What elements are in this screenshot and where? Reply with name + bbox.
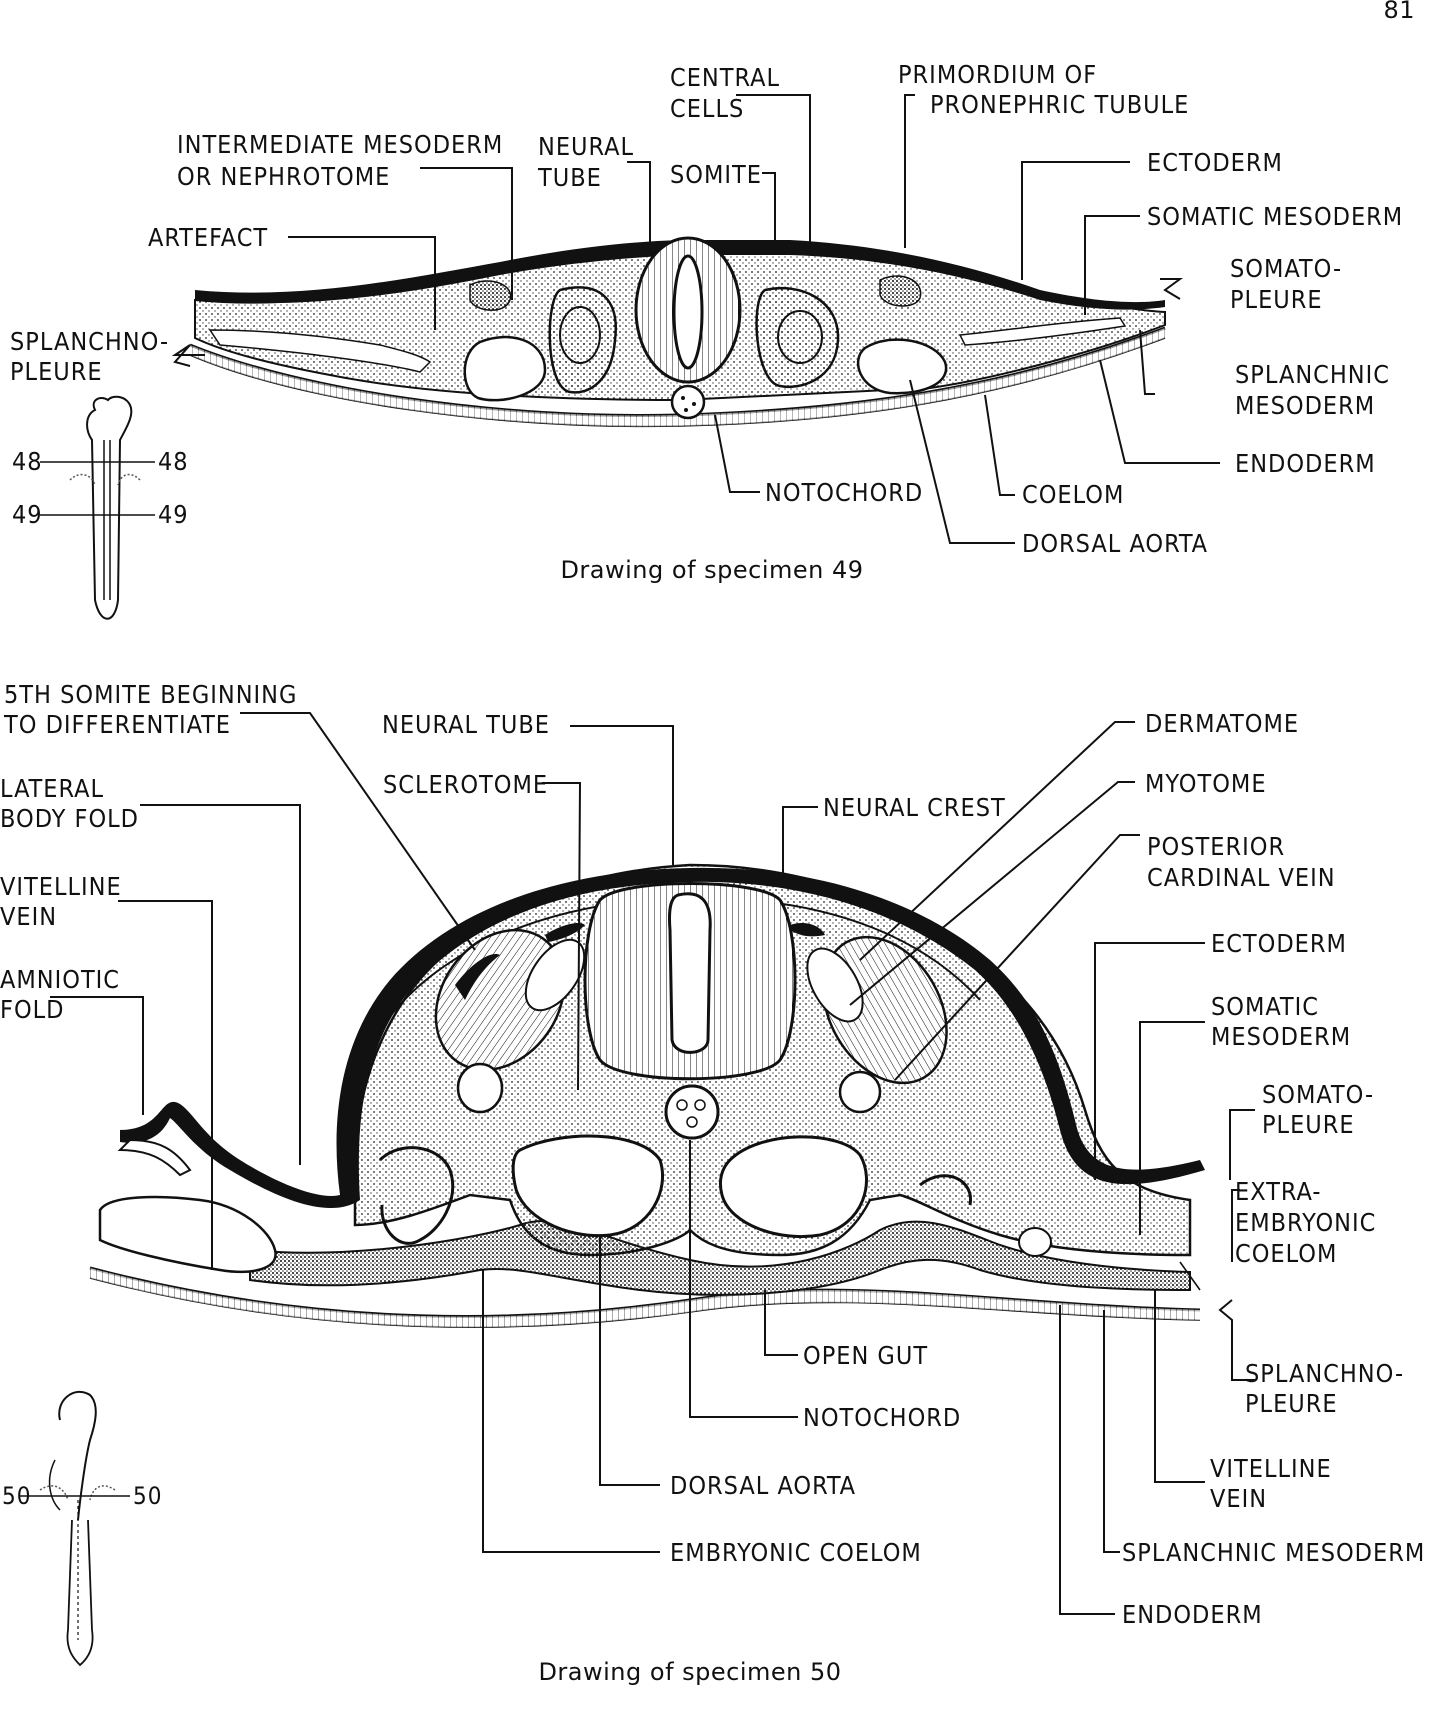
label-somatic-mesoderm-top: SOMATIC MESODERM (1147, 202, 1403, 231)
label-sclerotome: SCLEROTOME (383, 770, 548, 799)
coelom-right (958, 317, 1127, 346)
marker-50-right: 50 (133, 1482, 162, 1510)
label-central-cells-1: CENTRAL (670, 63, 780, 92)
label-neural-tube-bottom: NEURAL TUBE (382, 710, 550, 739)
label-fifth-somite-2: TO DIFFERENTIATE (3, 710, 231, 739)
label-neural-crest: NEURAL CREST (823, 793, 1006, 822)
label-artefact: ARTEFACT (148, 223, 268, 252)
label-endoderm-top: ENDODERM (1235, 449, 1376, 478)
label-dorsal-aorta-bottom: DORSAL AORTA (670, 1471, 856, 1500)
specimen-49-section (189, 236, 1166, 428)
page-number: 81 (1383, 0, 1415, 24)
label-neural-tube-top-2: TUBE (537, 163, 602, 192)
label-vitelline-vein-right-2: VEIN (1210, 1484, 1267, 1513)
vitelline-vein-left-space (98, 1195, 277, 1274)
marker-49-right: 49 (158, 500, 189, 529)
label-amniotic-fold-2: FOLD (0, 995, 65, 1024)
inset-embryo-top: 48 48 49 49 (12, 395, 189, 620)
myotome-right (806, 935, 948, 1085)
label-coelom-top: COELOM (1022, 480, 1124, 509)
label-open-gut: OPEN GUT (803, 1341, 928, 1370)
dorsal-aorta-left (463, 335, 547, 402)
label-somatopleure-top-1: SOMATO- (1230, 254, 1342, 283)
label-neural-tube-top-1: NEURAL (538, 132, 634, 161)
label-splanchnic-mesoderm-top-2: MESODERM (1235, 391, 1375, 420)
label-somatopleure-bottom-2: PLEURE (1262, 1110, 1355, 1139)
label-lateral-body-fold-1: LATERAL (0, 774, 104, 803)
label-vitelline-vein-right-1: VITELLINE (1210, 1454, 1332, 1483)
label-embryonic-coelom: EMBRYONIC COELOM (670, 1538, 922, 1567)
label-ectoderm-top: ECTODERM (1147, 148, 1283, 177)
label-splanchnopleure-bottom-1: SPLANCHNO- (1245, 1359, 1404, 1388)
marker-48-right: 48 (158, 447, 189, 476)
somite-right (755, 286, 840, 389)
label-somatic-mesoderm-bottom-1: SOMATIC (1211, 992, 1319, 1021)
label-central-cells-2: CELLS (670, 94, 744, 123)
label-somatopleure-top-2: PLEURE (1230, 285, 1323, 314)
label-extraembryonic-1: EXTRA- (1235, 1177, 1321, 1206)
caption-specimen-49: Drawing of specimen 49 (560, 556, 863, 584)
caption-specimen-50: Drawing of specimen 50 (538, 1658, 841, 1686)
cardinal-vein-right (838, 1070, 882, 1114)
notochord-bottom (664, 1084, 720, 1140)
label-vitelline-vein-left-1: VITELLINE (0, 872, 122, 901)
label-intermediate-1: INTERMEDIATE MESODERM (177, 130, 503, 159)
label-somatopleure-bottom-1: SOMATO- (1262, 1080, 1374, 1109)
cardinal-vein-left (456, 1062, 504, 1114)
marker-49-left: 49 (12, 500, 43, 529)
label-notochord-bottom: NOTOCHORD (803, 1403, 961, 1432)
dorsal-aorta-right (856, 338, 948, 395)
ectoderm-top (195, 240, 1165, 310)
label-extraembryonic-2: EMBRYONIC (1235, 1208, 1376, 1237)
label-primordium-2: PRONEPHRIC TUBULE (930, 90, 1189, 119)
label-ectoderm-bottom: ECTODERM (1211, 929, 1347, 958)
label-amniotic-fold-1: AMNIOTIC (0, 965, 120, 994)
label-somatic-mesoderm-bottom-2: MESODERM (1211, 1022, 1351, 1051)
ectoderm-bottom (120, 867, 1205, 1209)
label-splanchnic-mesoderm-top-1: SPLANCHNIC (1235, 360, 1390, 389)
label-fifth-somite-1: 5TH SOMITE BEGINNING (4, 680, 297, 709)
label-endoderm-bottom: ENDODERM (1122, 1600, 1263, 1629)
label-splanchnopleure-bottom-2: PLEURE (1245, 1389, 1338, 1418)
label-splanchnopleure-top-1: SPLANCHNO- (10, 327, 169, 356)
label-dermatome: DERMATOME (1145, 709, 1299, 738)
label-lateral-body-fold-2: BODY FOLD (0, 804, 139, 833)
coelom-left (208, 329, 432, 373)
label-primordium-1: PRIMORDIUM OF (898, 60, 1097, 89)
dorsal-aorta-right-bottom (718, 1135, 868, 1239)
myotome-left (434, 928, 586, 1072)
label-posterior-cardinal-vein-2: CARDINAL VEIN (1147, 863, 1336, 892)
marker-48-left: 48 (12, 447, 43, 476)
leaders-bottom (50, 712, 1255, 1615)
marker-50-left: 50 (2, 1482, 31, 1510)
notochord-top (670, 384, 706, 420)
label-splanchnic-mesoderm-bottom: SPLANCHNIC MESODERM (1122, 1538, 1425, 1567)
leaders-top (171, 94, 1220, 544)
label-vitelline-vein-left-2: VEIN (0, 902, 57, 931)
label-splanchnopleure-top-2: PLEURE (10, 357, 103, 386)
inset-embryo-bottom: 50 50 (2, 1390, 162, 1667)
label-extraembryonic-3: COELOM (1235, 1239, 1337, 1268)
label-notochord-top: NOTOCHORD (765, 478, 923, 507)
label-intermediate-2: OR NEPHROTOME (177, 162, 390, 191)
label-myotome: MYOTOME (1145, 769, 1267, 798)
label-somite-top: SOMITE (670, 160, 762, 189)
label-dorsal-aorta-top: DORSAL AORTA (1022, 529, 1208, 558)
specimen-50-section (89, 863, 1205, 1329)
label-posterior-cardinal-vein-1: POSTERIOR (1147, 832, 1285, 861)
dorsal-aorta-left-bottom (511, 1134, 665, 1238)
